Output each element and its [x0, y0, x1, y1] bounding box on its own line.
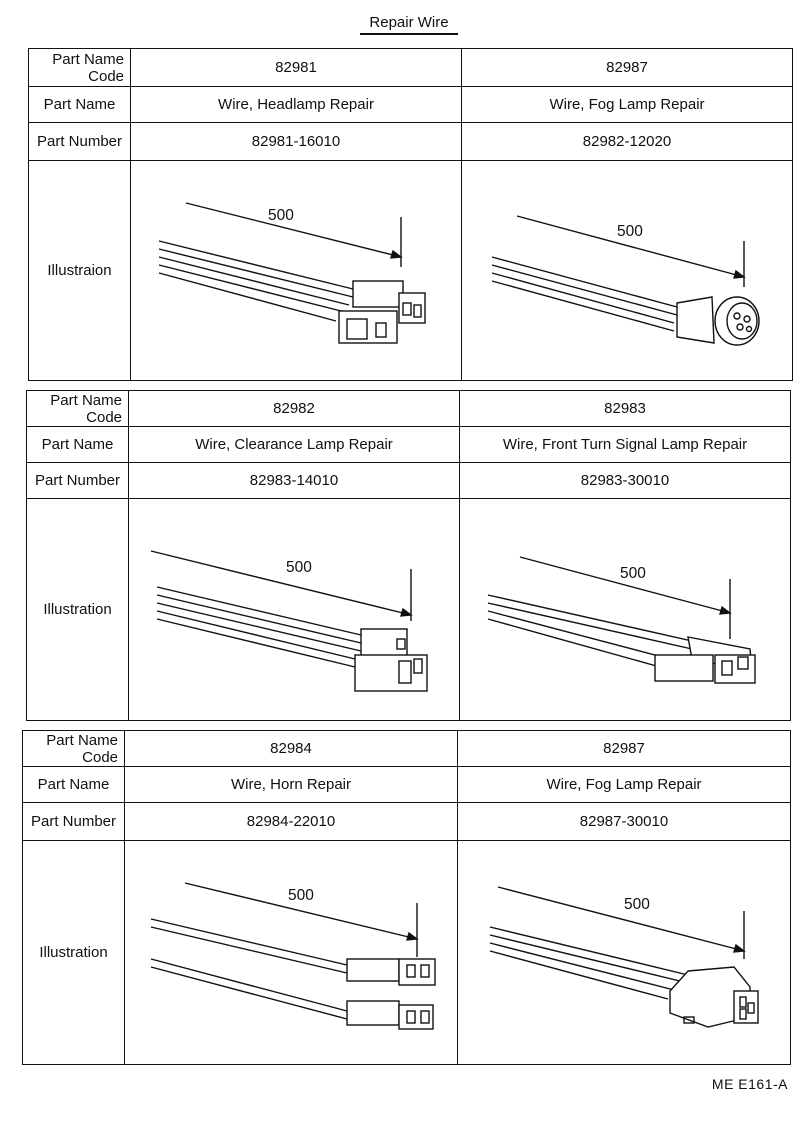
dimension-label: 500	[620, 565, 646, 582]
clearance-lamp-wire-drawing	[150, 550, 428, 692]
part-number: 82981-16010	[130, 122, 462, 161]
header-part-name-code: Part Name Code	[26, 390, 129, 427]
parts-table-1: Part Name Code 82981 82987 Part Name Wir…	[28, 48, 793, 381]
part-code: 82982	[128, 390, 460, 427]
header-illustration: Illustration	[22, 840, 125, 1065]
part-code: 82987	[457, 730, 791, 767]
dimension-label: 500	[617, 223, 643, 240]
row-part-code: Part Name Code 82984 82987	[22, 730, 791, 767]
part-number: 82983-14010	[128, 462, 460, 499]
row-illustration: Illustration	[22, 840, 791, 1065]
header-part-name-code: Part Name Code	[28, 48, 131, 87]
header-part-name: Part Name	[22, 766, 125, 803]
part-number: 82987-30010	[457, 802, 791, 841]
part-number: 82984-22010	[124, 802, 458, 841]
parts-table-3: Part Name Code 82984 82987 Part Name Wir…	[22, 730, 791, 1065]
dimension-label: 500	[286, 559, 312, 576]
illustration-clearance-lamp-wire: 500	[128, 498, 460, 721]
part-name: Wire, Headlamp Repair	[130, 86, 462, 123]
part-number: 82982-12020	[461, 122, 793, 161]
document-code: ME E161-A	[711, 1076, 788, 1092]
row-part-number: Part Number 82983-14010 82983-30010	[26, 462, 791, 499]
dimension-label: 500	[288, 887, 314, 904]
row-part-number: Part Number 82984-22010 82987-30010	[22, 802, 791, 841]
headlamp-wire-drawing	[158, 202, 426, 344]
header-part-name-code: Part Name Code	[22, 730, 125, 767]
row-illustration: Illustraion	[28, 160, 793, 381]
header-illustration: Illustraion	[28, 160, 131, 381]
part-name: Wire, Clearance Lamp Repair	[128, 426, 460, 463]
row-part-name: Part Name Wire, Headlamp Repair Wire, Fo…	[28, 86, 793, 123]
page-title: Repair Wire	[360, 14, 458, 35]
horn-wire-drawing	[150, 882, 436, 1030]
header-part-name: Part Name	[28, 86, 131, 123]
part-name: Wire, Front Turn Signal Lamp Repair	[459, 426, 791, 463]
illustration-fog-lamp-wire: 500	[461, 160, 793, 381]
row-part-name: Part Name Wire, Horn Repair Wire, Fog La…	[22, 766, 791, 803]
header-part-number: Part Number	[22, 802, 125, 841]
header-illustration: Illustration	[26, 498, 129, 721]
row-part-code: Part Name Code 82981 82987	[28, 48, 793, 87]
fog-lamp-wire-2-drawing	[489, 886, 759, 1028]
row-part-code: Part Name Code 82982 82983	[26, 390, 791, 427]
part-code: 82981	[130, 48, 462, 87]
part-code: 82987	[461, 48, 793, 87]
dimension-label: 500	[268, 207, 294, 224]
illustration-headlamp-wire: 500	[130, 160, 462, 381]
illustration-horn-wire: 500	[124, 840, 458, 1065]
fog-lamp-wire-drawing	[491, 215, 760, 346]
part-name: Wire, Horn Repair	[124, 766, 458, 803]
header-part-number: Part Number	[28, 122, 131, 161]
part-name: Wire, Fog Lamp Repair	[457, 766, 791, 803]
part-name: Wire, Fog Lamp Repair	[461, 86, 793, 123]
row-part-name: Part Name Wire, Clearance Lamp Repair Wi…	[26, 426, 791, 463]
dimension-label: 500	[624, 896, 650, 913]
row-illustration: Illustration 5	[26, 498, 791, 721]
illustration-front-turn-signal-wire: 500	[459, 498, 791, 721]
header-part-number: Part Number	[26, 462, 129, 499]
parts-table-2: Part Name Code 82982 82983 Part Name Wir…	[26, 390, 791, 721]
illustration-fog-lamp-wire-2: 500	[457, 840, 791, 1065]
part-code: 82983	[459, 390, 791, 427]
part-number: 82983-30010	[459, 462, 791, 499]
header-part-name: Part Name	[26, 426, 129, 463]
part-code: 82984	[124, 730, 458, 767]
row-part-number: Part Number 82981-16010 82982-12020	[28, 122, 793, 161]
front-turn-signal-wire-drawing	[487, 556, 756, 684]
